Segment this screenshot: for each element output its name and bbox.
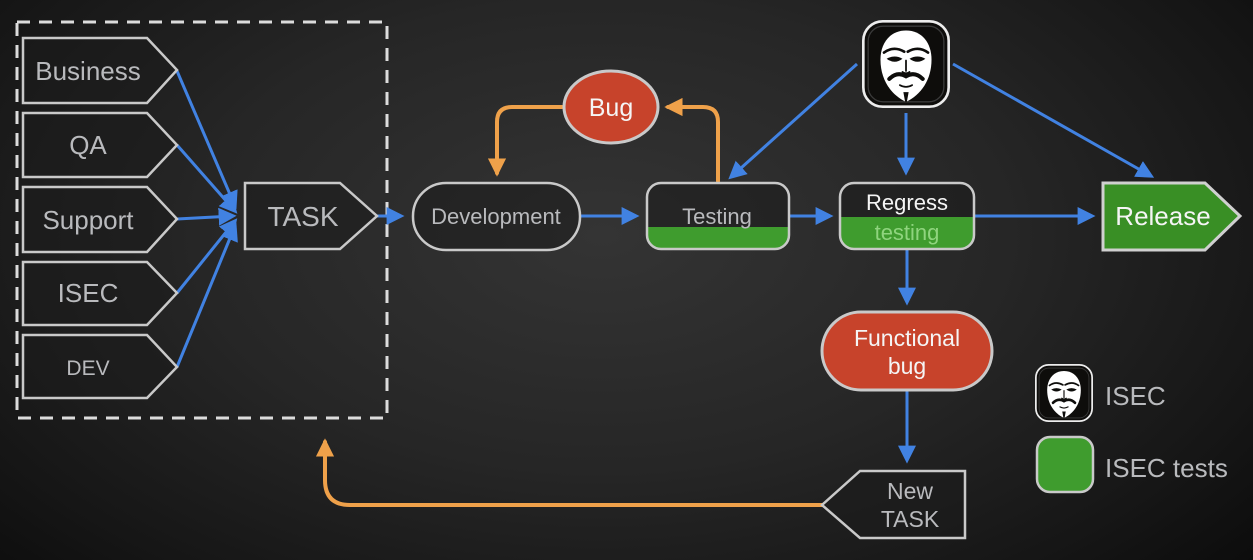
development-node: Development: [411, 181, 582, 252]
functional-bug-label-line2: bug: [888, 353, 926, 379]
arrow-dev-to-task: [175, 222, 238, 368]
source-pentagon-dev: DEV: [21, 333, 179, 400]
task-pentagon: TASK: [243, 181, 379, 251]
testing-label: Testing: [682, 204, 752, 229]
qa-label: QA: [69, 130, 107, 160]
dev-shape: [21, 333, 179, 400]
new-task-pentagon: New TASK: [820, 469, 967, 540]
arrow-new-task-to-sources: [315, 438, 824, 507]
legend: ISEC ISEC tests: [1034, 363, 1228, 494]
regress-label-line1: Regress: [866, 190, 948, 215]
qa-shape: [21, 111, 179, 179]
arrow-support-to-task: [176, 207, 237, 226]
business-shape: [21, 36, 179, 105]
edges-orange: [315, 97, 824, 507]
legend-isec-tests-swatch: [1035, 435, 1095, 494]
release-pentagon: Release: [1101, 181, 1243, 252]
bug-label: Bug: [589, 94, 633, 122]
bug-shape: [562, 69, 660, 145]
development-shape: [411, 181, 582, 252]
functional-bug-node: Functional bug: [820, 310, 994, 392]
source-pentagon-isec: ISEC: [21, 260, 179, 327]
arrow-bug-to-development: [487, 105, 564, 177]
regress-testing-node: Regress testing: [838, 181, 976, 251]
new-task-shape: [820, 469, 967, 540]
task-shape: [243, 181, 379, 251]
release-shape: [1101, 181, 1243, 252]
release-label: Release: [1115, 201, 1210, 231]
arrow-qa-to-task: [175, 144, 238, 214]
dev-label: DEV: [66, 357, 109, 380]
legend-anonymous-mask-icon: [1034, 363, 1094, 423]
arrow-mask-to-testing: [728, 62, 859, 180]
business-label: Business: [35, 56, 141, 86]
development-label: Development: [431, 204, 561, 229]
testing-isec-strip: [647, 227, 789, 249]
source-pentagon-support: Support: [21, 185, 179, 254]
new-task-label-line1: New: [887, 478, 933, 504]
legend-isec-tests-label: ISEC tests: [1105, 453, 1228, 483]
support-shape: [21, 185, 179, 254]
edges-blue: [175, 62, 1155, 464]
arrow-testing-to-bug: [664, 97, 720, 183]
isec-label: ISEC: [58, 278, 119, 308]
new-task-label-line2: TASK: [881, 506, 940, 532]
testing-node: Testing: [645, 181, 791, 251]
regress-label-line2: testing: [875, 220, 940, 245]
support-label: Support: [42, 205, 134, 235]
anonymous-mask-icon: [861, 19, 951, 109]
regress-border: [838, 181, 976, 251]
source-pentagon-qa: QA: [21, 111, 179, 179]
functional-bug-shape: [820, 310, 994, 392]
arrow-business-to-task: [175, 70, 238, 210]
sources-dashed-container: [15, 20, 389, 420]
regress-isec-strip: [840, 217, 974, 249]
source-pentagon-business: Business: [21, 36, 179, 105]
testing-border: [645, 181, 791, 251]
bug-node: Bug: [562, 69, 660, 145]
isec-shape: [21, 260, 179, 327]
legend-isec-label: ISEC: [1105, 381, 1166, 411]
arrow-mask-to-release: [952, 62, 1155, 178]
task-label: TASK: [267, 201, 338, 232]
arrow-isec-to-task: [175, 218, 238, 294]
functional-bug-label-line1: Functional: [854, 325, 960, 351]
